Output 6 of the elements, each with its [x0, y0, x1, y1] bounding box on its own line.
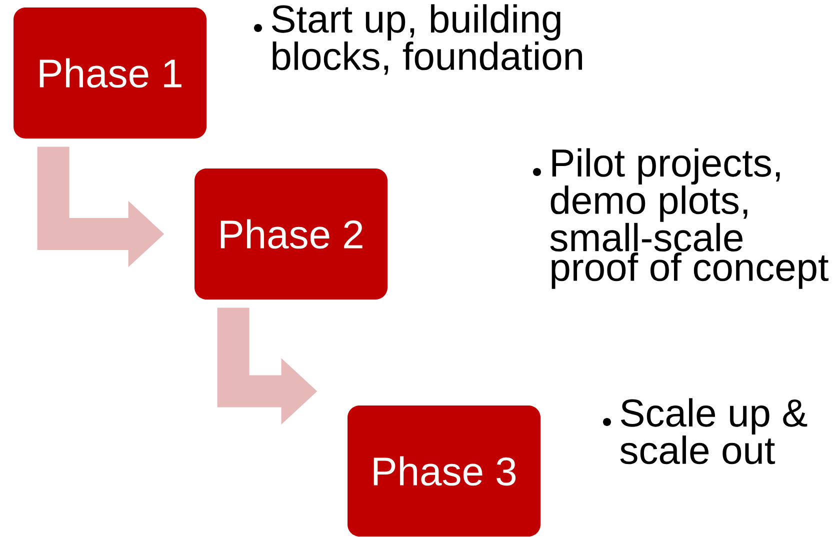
bullet-text: Scale up & scale out	[620, 398, 808, 464]
bullet-text: Pilot projects, demo plots, small-scale proof of concept	[550, 148, 829, 289]
phase-box: Phase 3	[348, 406, 540, 536]
phase-box: Phase 2	[194, 168, 388, 300]
phase-box: Phase 1	[14, 8, 206, 138]
bullet-text: Start up, building blocks, foundation	[272, 4, 582, 75]
